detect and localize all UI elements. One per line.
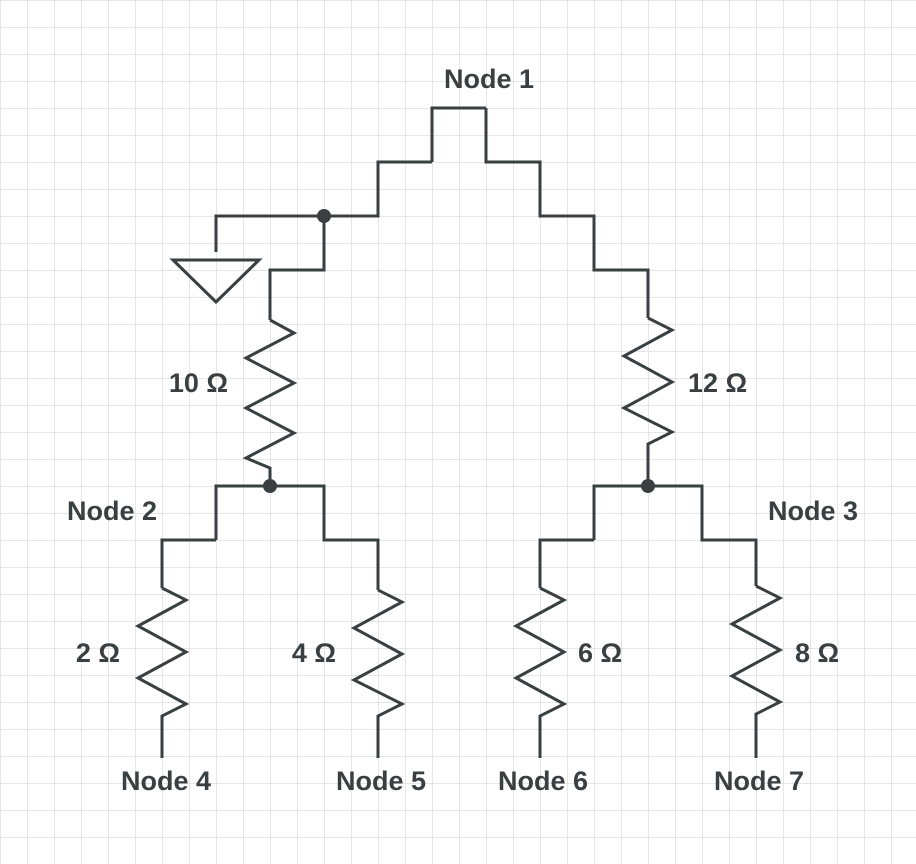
- junction-node2: [263, 479, 277, 493]
- resistor-12-ohm: [620, 316, 676, 486]
- resistor-4-label: 4 Ω: [292, 638, 336, 668]
- wire-node3-bus: [592, 484, 758, 586]
- resistor-6-ohm: [512, 586, 568, 758]
- node1-label: Node 1: [444, 64, 534, 94]
- node5-label: Node 5: [336, 766, 426, 796]
- junction-ground: [317, 209, 331, 223]
- node3-label: Node 3: [768, 496, 858, 526]
- wire-node2-left: [160, 538, 216, 588]
- wire-left-drop: [268, 216, 326, 320]
- node6-label: Node 6: [498, 766, 588, 796]
- resistor-12-label: 12 Ω: [688, 368, 747, 398]
- wire-node2-bus: [214, 484, 380, 590]
- wire-top-left: [430, 106, 486, 162]
- resistor-8-label: 8 Ω: [795, 638, 839, 668]
- resistor-10-ohm: [242, 318, 298, 486]
- junction-node3: [641, 479, 655, 493]
- resistor-8-ohm: [728, 584, 784, 758]
- wire-node3-left: [538, 538, 594, 588]
- wire-right-stairs: [484, 108, 650, 318]
- wire-left-stairs: [214, 160, 432, 252]
- resistor-2-label: 2 Ω: [76, 638, 120, 668]
- node4-label: Node 4: [121, 766, 211, 796]
- ground-icon: [169, 258, 263, 305]
- node7-label: Node 7: [714, 766, 804, 796]
- resistor-4-ohm: [350, 588, 406, 758]
- resistor-10-label: 10 Ω: [169, 368, 228, 398]
- resistor-2-ohm: [134, 586, 190, 758]
- node2-label: Node 2: [67, 496, 157, 526]
- resistor-6-label: 6 Ω: [578, 638, 622, 668]
